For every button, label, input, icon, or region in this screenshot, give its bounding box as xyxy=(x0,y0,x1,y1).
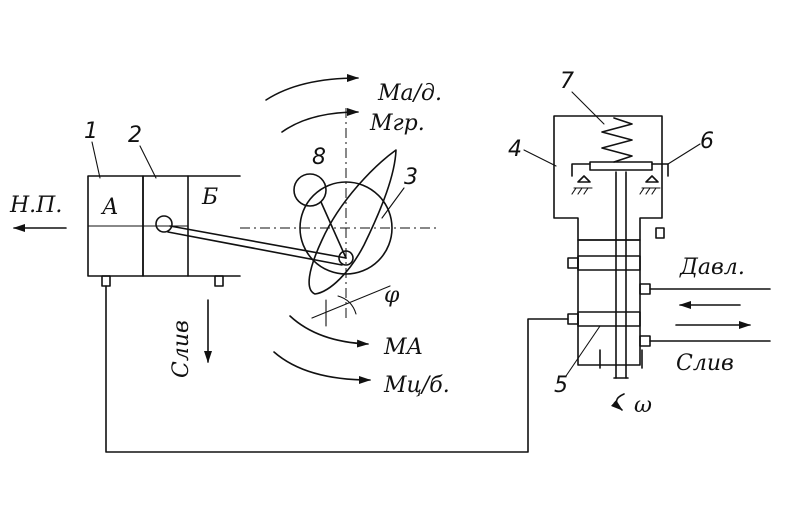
number-6: 6 xyxy=(700,129,714,154)
label-chamber-a: А xyxy=(100,195,119,220)
label-moment-gr: Мгр. xyxy=(369,111,425,136)
number-1: 1 xyxy=(84,119,98,144)
label-np: Н.П. xyxy=(9,193,62,218)
label-phi: φ xyxy=(384,283,400,308)
moment-a-arc xyxy=(289,315,369,348)
control-oil-line xyxy=(105,285,569,453)
label-moment-a: МА xyxy=(383,335,423,360)
label-omega: ω xyxy=(634,393,652,418)
propeller-blade xyxy=(308,149,397,295)
moment-gr-arc xyxy=(281,108,359,133)
governor xyxy=(553,115,669,379)
label-moment-cb: Мц/б. xyxy=(383,373,450,398)
number-3: 3 xyxy=(404,165,418,190)
number-5: 5 xyxy=(554,373,568,398)
number-7: 7 xyxy=(560,69,574,94)
number-2: 2 xyxy=(128,123,142,148)
propeller-hub xyxy=(167,108,440,327)
number-8: 8 xyxy=(312,145,326,170)
label-drain-left: Слив xyxy=(169,320,194,378)
moment-ad-arc xyxy=(265,74,359,101)
moment-cb-arc xyxy=(273,351,371,384)
label-drain-right: Слив xyxy=(676,351,734,376)
label-pressure: Давл. xyxy=(679,255,745,280)
counterweight-8 xyxy=(293,173,327,207)
label-chamber-b: Б xyxy=(201,185,218,210)
rotation-omega-arrow xyxy=(610,393,625,411)
label-moment-ad: Ма/д. xyxy=(377,81,442,106)
number-4: 4 xyxy=(508,137,522,162)
